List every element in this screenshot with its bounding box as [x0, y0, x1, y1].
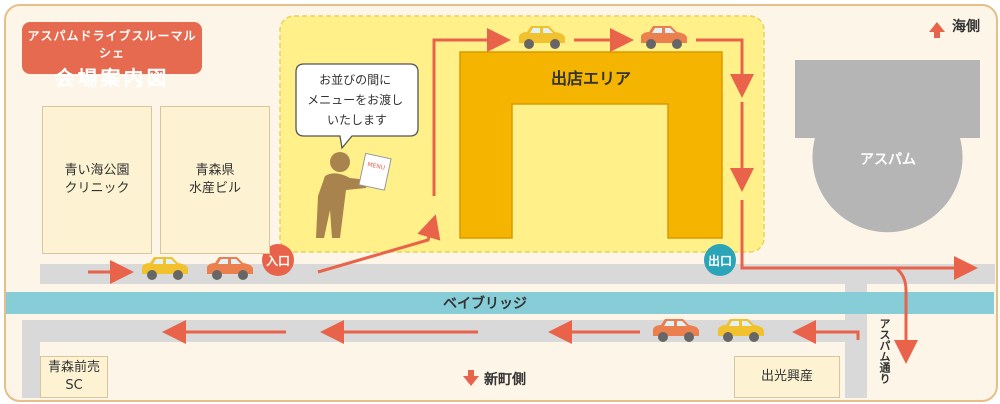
car-icon [207, 257, 253, 280]
clinic-building: 青い海公園 クリニック [42, 106, 152, 254]
route-return-a [792, 320, 860, 344]
svg-text:MENU: MENU [367, 161, 386, 172]
car-icon [519, 26, 565, 49]
route-exit [740, 200, 978, 280]
down-arrow-icon [463, 370, 479, 386]
fisheries-building: 青森県 水産ビル [160, 106, 270, 254]
car-icon [653, 319, 699, 342]
aspam-street-label: アスパム通り [878, 318, 891, 384]
speech-bubble [295, 63, 419, 150]
aspam-building [795, 60, 980, 233]
staff-figure-icon [316, 152, 368, 238]
speech-text: お並びの間に メニューをお渡し いたします [307, 73, 407, 127]
shinmachi-side-label: 新町側 [484, 372, 526, 388]
aspam-label: アスパム [860, 152, 916, 168]
map-title: アスパムドライブスルーマルシェ 会場案内図 [22, 22, 202, 90]
bridge-label: ベイブリッジ [443, 295, 527, 312]
dekou-building: 出光興産 [734, 356, 840, 398]
road-west [22, 320, 40, 398]
menu-card-icon: MENU [358, 152, 392, 191]
route-east [696, 38, 754, 98]
up-arrow-icon [929, 22, 945, 38]
sea-side-label: 海側 [952, 19, 980, 35]
exit-marker [704, 244, 736, 276]
car-icon [718, 319, 764, 342]
title-main: 会場案内図 [54, 66, 170, 90]
title-subtitle: アスパムドライブスルーマルシェ [27, 29, 197, 60]
sc-building: 青森前売 SC [40, 356, 108, 398]
car-icon [142, 257, 188, 280]
route-aspam-street [894, 266, 918, 364]
entrance-marker [262, 244, 294, 276]
vendor-area-label: 出店エリア [551, 69, 631, 88]
route-north [432, 28, 511, 196]
exit-label: 出口 [708, 253, 732, 268]
vendor-area [459, 51, 723, 239]
car-icon [641, 26, 687, 49]
entrance-label: 入口 [266, 254, 290, 268]
bay-bridge [6, 292, 994, 314]
route-entry [317, 214, 441, 274]
